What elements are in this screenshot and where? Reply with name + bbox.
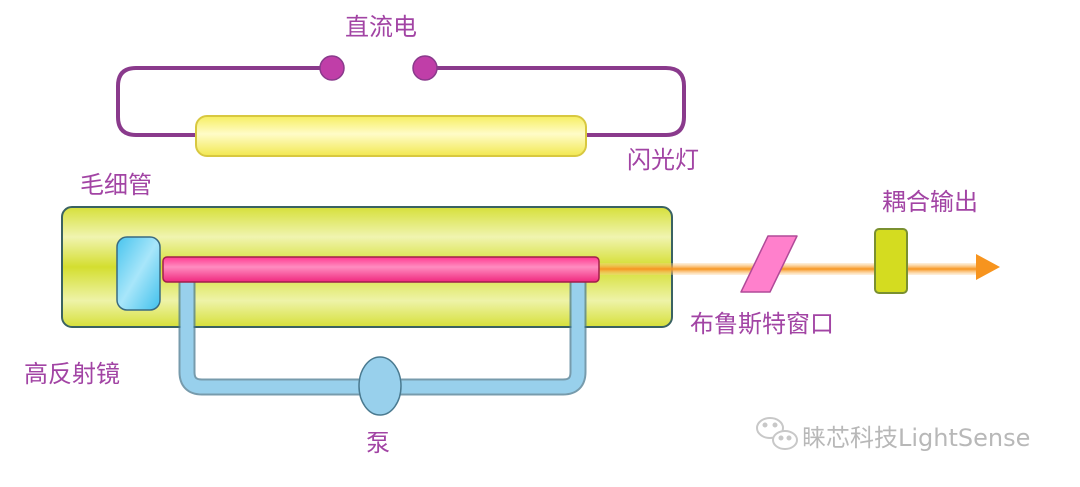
flash-lamp xyxy=(195,115,587,157)
high-reflector-mirror xyxy=(116,236,161,311)
laser-beam xyxy=(598,263,978,275)
circuit-wire-left xyxy=(116,66,320,137)
brewster-window-label: 布鲁斯特窗口 xyxy=(690,310,834,338)
pump xyxy=(358,356,402,416)
output-coupler-label: 耦合输出 xyxy=(882,188,978,216)
capillary-label: 毛细管 xyxy=(80,171,152,199)
pump-label: 泵 xyxy=(366,429,390,457)
dc-terminal-left xyxy=(319,55,345,81)
beam-arrowhead xyxy=(976,254,1000,280)
output-coupler xyxy=(874,228,908,294)
watermark-text: 睐芯科技LightSense xyxy=(802,424,1030,452)
wechat-icon xyxy=(756,417,798,450)
laser-rod xyxy=(162,256,600,283)
flash-lamp-label: 闪光灯 xyxy=(627,146,699,174)
brewster-window xyxy=(740,235,798,293)
dc-terminal-right xyxy=(412,55,438,81)
circuit-wire-right xyxy=(437,66,686,137)
high-reflector-label: 高反射镜 xyxy=(24,360,120,388)
dc-power-label: 直流电 xyxy=(345,13,417,41)
